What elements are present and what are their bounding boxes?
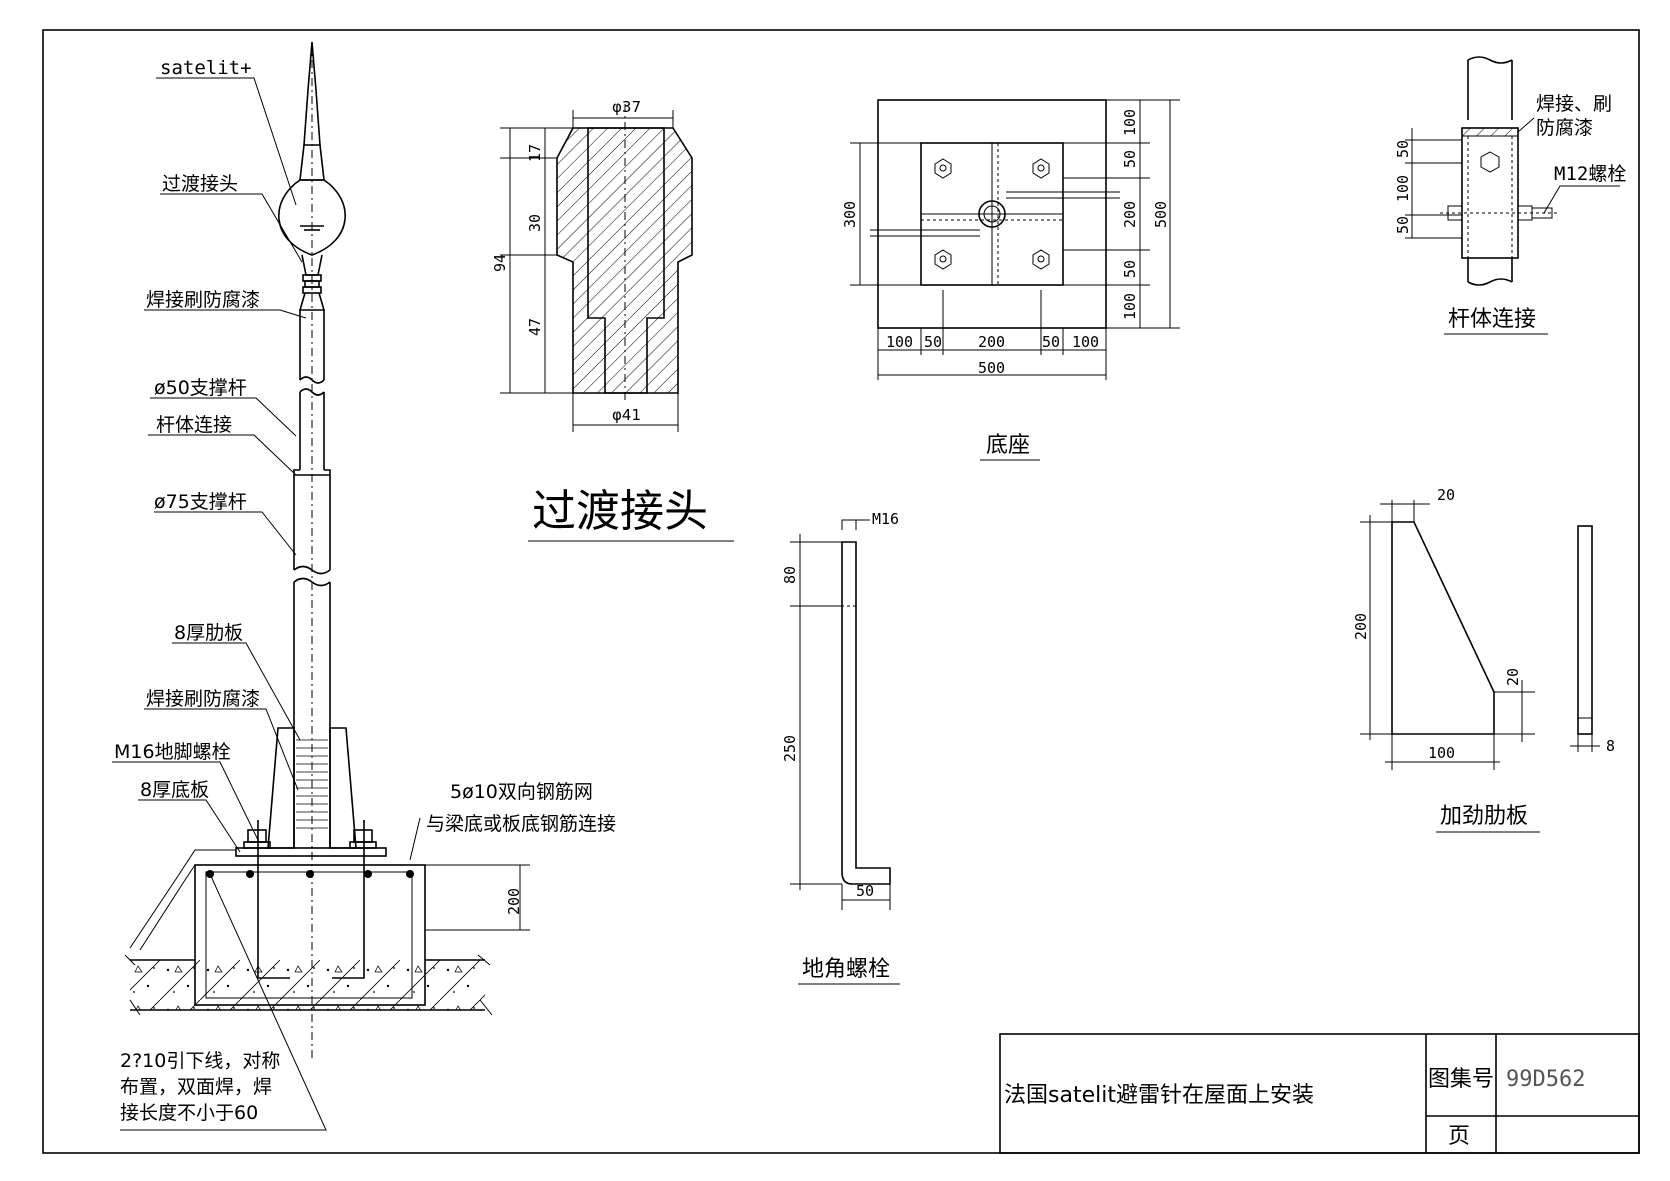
label-weld-paint-joint-1: 焊接、刷 <box>1536 93 1612 115</box>
anchor-bolt-left <box>257 820 290 979</box>
installation-elevation: 200 satelit+ 过渡接头 焊接刷防腐漆 ø50支撑杆 杆体连接 ø75… <box>112 41 616 1131</box>
title-block: 法国satelit避雷针在屋面上安装 图集号 99D562 页 <box>999 1033 1640 1154</box>
drawing-title: 法国satelit避雷针在屋面上安装 <box>1004 1083 1314 1108</box>
stiffener-detail: 20 200 20 100 8 加劲肋板 <box>1352 486 1615 833</box>
label-rib-8: 8厚肋板 <box>174 622 243 644</box>
dim-joint-50-bottom: 50 <box>1394 216 1412 234</box>
dim-phi41: φ41 <box>612 406 641 424</box>
caption-anchor-bolt: 地角螺栓 <box>802 957 890 982</box>
label-weld-paint-top: 焊接刷防腐漆 <box>146 289 260 311</box>
caption-stiffener: 加劲肋板 <box>1440 804 1528 829</box>
dim-stiffener-20-top: 20 <box>1437 486 1455 504</box>
label-transition-joint: 过渡接头 <box>162 173 238 195</box>
dim-base-100-left: 100 <box>886 333 913 351</box>
dim-base-200-h: 200 <box>978 333 1005 351</box>
dim-pier-height: 200 <box>505 888 523 915</box>
rod-joint-detail: 50 100 50 焊接、刷 防腐漆 M12螺栓 杆体连接 <box>1394 56 1626 335</box>
dim-base-100-right: 100 <box>1072 333 1099 351</box>
dim-phi37: φ37 <box>612 98 641 116</box>
dim-joint-100: 100 <box>1394 175 1412 202</box>
label-support-50: ø50支撑杆 <box>154 377 247 399</box>
dim-stiffener-8: 8 <box>1606 737 1615 755</box>
base-plate <box>235 847 387 857</box>
dim-30: 30 <box>526 214 544 232</box>
dim-base-100-bottom: 100 <box>1121 293 1139 320</box>
anchor-bolt-detail: M16 80 250 50 地角螺栓 <box>781 510 900 985</box>
label-anchor-m16: M16地脚螺栓 <box>114 741 231 763</box>
label-weld-paint-bottom: 焊接刷防腐漆 <box>146 688 260 710</box>
dim-94: 94 <box>491 254 509 272</box>
page-label: 页 <box>1448 1124 1470 1149</box>
dim-base-500-h: 500 <box>978 359 1005 377</box>
support-rod-75 <box>293 475 331 570</box>
dim-base-300: 300 <box>841 201 859 228</box>
dim-anchor-250: 250 <box>781 735 799 762</box>
dim-17: 17 <box>526 144 544 162</box>
atlas-label: 图集号 <box>1428 1067 1494 1092</box>
caption-transition-joint: 过渡接头 <box>532 486 708 537</box>
dim-base-50-right: 50 <box>1042 333 1060 351</box>
transition-joint-section: φ37 φ41 17 30 47 94 过渡接头 <box>491 98 734 542</box>
dim-base-500-v: 500 <box>1152 201 1170 228</box>
dim-base-50-bottom: 50 <box>1121 260 1139 278</box>
dim-base-50-top: 50 <box>1121 150 1139 168</box>
support-rod-50 <box>299 392 325 470</box>
atlas-number: 99D562 <box>1506 1067 1585 1092</box>
label-rebar-mesh: 5ø10双向钢筋网 <box>450 781 593 803</box>
dim-stiffener-100: 100 <box>1428 744 1455 762</box>
satelit-head <box>278 179 346 256</box>
label-m12-bolt: M12螺栓 <box>1554 163 1626 185</box>
dim-stiffener-20-side: 20 <box>1504 668 1522 686</box>
air-terminal-tip <box>303 41 321 146</box>
base-plan: 300 500 100 50 200 50 100 100 50 200 50 … <box>841 99 1180 461</box>
dim-base-200-v: 200 <box>1121 201 1139 228</box>
sheet-border <box>42 29 1640 1154</box>
label-support-75: ø75支撑杆 <box>154 491 247 513</box>
label-downlead-2: 布置，双面焊，焊 <box>120 1076 272 1098</box>
label-rebar-connect: 与梁底或板底钢筋连接 <box>426 813 616 835</box>
label-downlead-3: 接长度不小于60 <box>120 1102 258 1124</box>
dim-joint-50-top: 50 <box>1394 140 1412 158</box>
dim-base-100-top: 100 <box>1121 109 1139 136</box>
label-rod-joint: 杆体连接 <box>156 414 232 436</box>
dim-m16: M16 <box>872 510 899 528</box>
dim-anchor-50: 50 <box>856 882 874 900</box>
label-satelit: satelit+ <box>160 57 252 79</box>
caption-rod-joint: 杆体连接 <box>1448 307 1536 332</box>
dim-anchor-80: 80 <box>781 566 799 584</box>
dim-base-50-left: 50 <box>924 333 942 351</box>
dim-47: 47 <box>526 318 544 336</box>
dim-stiffener-200: 200 <box>1352 613 1370 640</box>
anchor-bolt-right <box>332 820 365 979</box>
label-downlead-1: 2?10引下线，对称 <box>120 1050 280 1072</box>
label-weld-paint-joint-2: 防腐漆 <box>1536 117 1593 139</box>
label-base-plate: 8厚底板 <box>140 779 209 801</box>
rib-plate-right <box>329 727 357 849</box>
caption-base: 底座 <box>986 433 1030 458</box>
